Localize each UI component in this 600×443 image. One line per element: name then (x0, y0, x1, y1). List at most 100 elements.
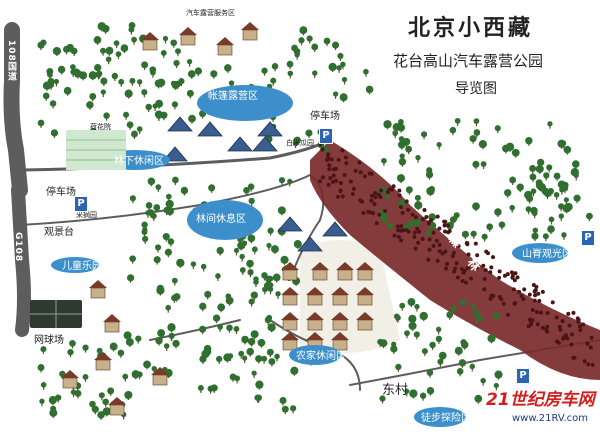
kids-park-label: 儿童乐园 (62, 262, 102, 272)
forest-tree-icon (443, 250, 447, 254)
forest-tree-icon (432, 244, 436, 248)
forest-tree-icon (531, 308, 535, 312)
forest-tree-icon (396, 228, 400, 232)
forest-tree-icon (583, 359, 587, 363)
forest-tree-icon (443, 224, 447, 228)
forest-tree-icon (375, 221, 379, 225)
forest-tree-icon (325, 158, 329, 162)
forest-tree-icon (590, 336, 594, 340)
forest-tree-icon (498, 269, 502, 273)
forest-tree-icon (541, 326, 545, 330)
forest-tree-icon (344, 155, 348, 159)
forest-tree-icon (546, 311, 550, 315)
forest-tree-icon (555, 315, 559, 319)
parking-north-label: 停车场 (310, 112, 340, 122)
forest-tree-icon (354, 169, 358, 173)
brand-url: www.21RV.com (512, 414, 588, 424)
forest-tree-icon (383, 209, 387, 213)
forest-tree-icon (460, 267, 464, 271)
forest-tree-icon (534, 288, 538, 292)
forest-tree-icon (327, 183, 331, 187)
forest-tree-icon (386, 190, 390, 194)
forest-tree-icon (566, 312, 570, 316)
forest-tree-icon (539, 311, 543, 315)
leisure-label: 林下休闲区 (114, 157, 164, 167)
forest-tree-icon (370, 172, 374, 176)
forest-tree-icon (399, 224, 403, 228)
road-108-label: 108国道 (6, 40, 15, 82)
forest-tree-icon (578, 328, 582, 332)
forest-tree-icon (555, 340, 559, 344)
forest-tree-icon (332, 174, 336, 178)
forest-tree-icon (401, 211, 405, 215)
forest-tree-icon (370, 194, 374, 198)
forest-tree-icon (438, 249, 442, 253)
forest-tree-icon (397, 235, 401, 239)
forest-tree-icon (414, 246, 418, 250)
forest-tree-icon (551, 300, 555, 304)
forest-tree-icon (536, 322, 540, 326)
pick-garden-label: 采摘园 (76, 212, 97, 219)
forest-tree-icon (521, 297, 525, 301)
forest-tree-icon (513, 302, 517, 306)
parking-sign-icon: P (581, 230, 595, 246)
forest-tree-icon (455, 261, 459, 265)
forest-tree-icon (453, 266, 457, 270)
forest-tree-icon (497, 276, 501, 280)
forest-tree-icon (428, 237, 432, 241)
forest-tree-icon (446, 230, 450, 234)
corn-field-label: 白米瓜园 (286, 140, 314, 147)
ridge-view-label: 山脊观光区 (522, 250, 572, 260)
forest-tree-icon (377, 193, 381, 197)
forest-tree-icon (537, 299, 541, 303)
forest-tree-icon (361, 211, 365, 215)
forest-tree-icon (341, 194, 345, 198)
forest-tree-icon (421, 237, 425, 241)
forest-tree-icon (474, 242, 478, 246)
forest-tree-icon (445, 262, 449, 266)
forest-tree-icon (411, 213, 415, 217)
forest-tree-icon (436, 215, 440, 219)
forest-tree-icon (377, 213, 381, 217)
forest-tree-icon (506, 272, 510, 276)
forest-tree-icon (331, 180, 335, 184)
forest-tree-icon (436, 259, 440, 263)
forest-tree-icon (428, 248, 432, 252)
forest-tree-icon (532, 283, 536, 287)
forest-tree-icon (443, 220, 447, 224)
forest-tree-icon (491, 255, 495, 259)
forest-tree-icon (399, 205, 403, 209)
forest-tree-icon (591, 363, 595, 367)
forest-tree-icon (373, 202, 377, 206)
forest-tree-icon (558, 325, 562, 329)
forest-tree-icon (589, 346, 593, 350)
forest-tree-icon (422, 208, 426, 212)
forest-tree-icon (581, 322, 585, 326)
forest-tree-icon (363, 174, 367, 178)
parking-sign-icon: P (516, 368, 530, 384)
forest-tree-icon (516, 275, 520, 279)
forest-tree-icon (334, 167, 338, 171)
forest-tree-icon (438, 243, 442, 247)
viewing-deck-label: 观景台 (44, 228, 74, 238)
forest-tree-icon (396, 225, 400, 229)
forest-tree-icon (569, 343, 573, 347)
tennis-label: 网球场 (34, 336, 64, 346)
forest-tree-icon (510, 270, 514, 274)
village-label: 东村 (382, 384, 408, 397)
forest-tree-icon (343, 173, 347, 177)
forest-tree-icon (444, 266, 448, 270)
forest-tree-icon (464, 281, 468, 285)
forest-tree-icon (406, 208, 410, 212)
forest-tree-icon (502, 302, 506, 306)
forest-tree-icon (337, 158, 341, 162)
forest-tree-icon (412, 235, 416, 239)
forest-tree-icon (528, 293, 532, 297)
forest-tree-icon (571, 311, 575, 315)
forest-tree-icon (469, 277, 473, 281)
map-title-main: 北京小西藏 (408, 18, 533, 40)
tennis-court (30, 300, 82, 328)
forest-tree-icon (541, 290, 545, 294)
forest-tree-icon (427, 221, 431, 225)
forest-tree-icon (318, 179, 322, 183)
